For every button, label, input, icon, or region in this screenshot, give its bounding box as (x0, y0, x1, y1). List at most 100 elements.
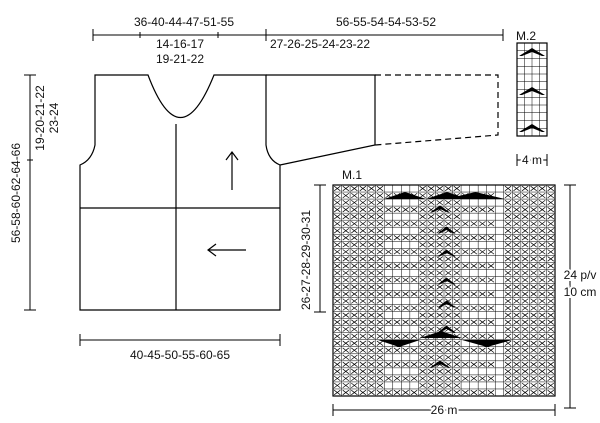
chart-m1-cross (538, 214, 546, 220)
chart-m1-cross (427, 389, 435, 396)
chart-m1-cross (359, 249, 367, 255)
chart-m2-chevron (519, 87, 545, 95)
chart-m1-cross (333, 256, 341, 262)
chart-m1-cross (351, 319, 358, 325)
chart-m1-cross (359, 382, 367, 389)
chart-m1-cross (368, 347, 375, 353)
label-armhole-depth: 19-20-21-22 (33, 85, 47, 151)
chart-m1-cross (504, 284, 512, 290)
chart-m1-cross (368, 333, 375, 339)
chart-m1-cross (359, 270, 367, 276)
chart-m1-cross (351, 214, 358, 220)
bottom-dimension-line (79, 334, 281, 346)
chart-m1-cross (427, 347, 435, 353)
chart-m1-cross (547, 214, 555, 220)
chart-m1-cross (419, 221, 426, 227)
chart-m1-cross (385, 207, 392, 213)
chart-m1-cross (470, 291, 478, 297)
chart-m1-cross (462, 333, 469, 339)
chart-m1-cross (419, 291, 426, 297)
chart-m1-cross (547, 319, 555, 325)
chart-m1-cross (402, 389, 409, 396)
chart-m1-cross (419, 228, 426, 234)
chart-m1-cross (453, 312, 461, 318)
chart-m1-cross (538, 305, 546, 311)
chart-m1-cross (513, 235, 520, 241)
chart-m1-cross (368, 192, 375, 199)
chart-m1-cross (436, 256, 444, 262)
chart-m1-cross (342, 249, 350, 255)
chart-m1-cross (538, 326, 546, 332)
chart-m1-cross (436, 375, 444, 382)
chart-m1-cross (453, 354, 461, 360)
chart-m1-cross (351, 368, 358, 374)
chart-m1-chevron (437, 325, 456, 333)
chart-m1-cross (504, 228, 512, 234)
chart-m1-cross (385, 277, 392, 283)
chart-m1-cross (333, 340, 341, 346)
chart-m1-cross (538, 228, 546, 234)
chart-m1-cross (427, 221, 435, 227)
chart-m1-cross (453, 284, 461, 290)
chart-m1-cross (479, 221, 486, 227)
chart-m1-cross (333, 333, 341, 339)
chart-m1-cross (333, 375, 341, 382)
chart-m1-cross (436, 382, 444, 389)
chart-m1-cross (521, 256, 529, 262)
chart-m1-cross (462, 249, 469, 255)
body-schematic (79, 74, 499, 311)
chart-m1-cross (487, 333, 495, 339)
chart-m1-cross (419, 263, 426, 269)
chart-m1-cross (351, 263, 358, 269)
chart-m1-cross (521, 375, 529, 382)
chart-m1-cross (419, 235, 426, 241)
chart-m1-cross (427, 340, 435, 346)
chart-m1-cross (521, 354, 529, 360)
chart-m1-cross (521, 291, 529, 297)
chart-m1-cross (479, 235, 486, 241)
chart-m1-cross (427, 354, 435, 360)
chart-m1-cross (521, 368, 529, 374)
chart-m1-cross (376, 263, 384, 269)
chart-m1-cross (351, 256, 358, 262)
chart-m1-cross (427, 291, 435, 297)
chart-m1-cross (470, 235, 478, 241)
chart-m1-cross (521, 326, 529, 332)
chart-m1-cross (351, 228, 358, 234)
chart-m1-cross (419, 305, 426, 311)
chart-m1-cross (513, 382, 520, 389)
arrow-up-icon (225, 151, 239, 190)
chart-m1-cross (453, 298, 461, 304)
chart-m1-cross (530, 207, 537, 213)
chart-m1-cross (342, 361, 350, 367)
chart-m1-cross (351, 291, 358, 297)
chart-m1-cross (393, 333, 401, 339)
chart-m1-cross (393, 319, 401, 325)
chart-m1-cross (368, 291, 375, 297)
chart-m1-cross (504, 185, 512, 192)
chart-m1-cross (504, 207, 512, 213)
chart-m1-cross (436, 221, 444, 227)
chart-m1-cross (547, 284, 555, 290)
chart-m1-cross (530, 277, 537, 283)
chart-m1-cross (470, 263, 478, 269)
chart-m1-cross (368, 382, 375, 389)
chart-m1-cross (333, 305, 341, 311)
chart-m1-cross (333, 199, 341, 206)
chart-m1-cross (521, 207, 529, 213)
chart-m1-cross (530, 270, 537, 276)
chart-m1-cross (359, 185, 367, 192)
chart-m1-cross (444, 256, 452, 262)
chart-m1-cross (530, 214, 537, 220)
chart-m1-cross (410, 263, 418, 269)
chart-m1-cross (479, 347, 486, 353)
chart-m1-cross (444, 347, 452, 353)
chart-m1-cross (547, 382, 555, 389)
chart-m1-cross (538, 207, 546, 213)
chart-m1-cross (427, 249, 435, 255)
chart-m1-cross (462, 291, 469, 297)
chart-m1-gauge-line (564, 184, 576, 409)
chart-m1-cross (470, 221, 478, 227)
chart-m1-cross (351, 192, 358, 199)
chart-m1-cross (487, 389, 495, 396)
